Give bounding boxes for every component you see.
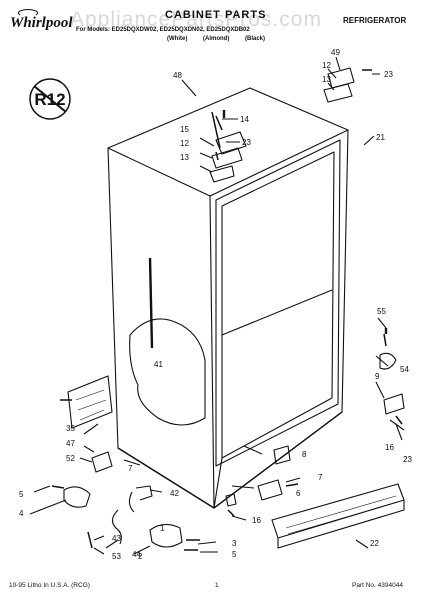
callout-labels: 48 49 12 13 23 14 15 12 13 23 21 55 41 9… [19,48,412,561]
variant-white: (White) [167,36,188,42]
page-number: 1 [215,582,219,589]
callout-53: 53 [112,552,121,561]
callout-23-right: 23 [403,455,412,464]
callout-1: 1 [160,524,165,533]
callout-5-left: 5 [19,490,24,499]
callout-12-mid: 12 [180,139,189,148]
callout-16-bottom: 16 [252,516,261,525]
page-title: CABINET PARTS [165,9,267,21]
cabinet-outline [29,56,405,555]
callout-4: 4 [19,509,24,518]
badge-strike [33,85,67,113]
callout-52: 52 [66,454,75,463]
callout-5-bottom: 5 [232,550,237,559]
callout-41: 41 [154,360,163,369]
callout-7-right: 7 [318,473,323,482]
brand-name: Whirlpool [10,15,73,31]
callout-55: 55 [377,307,386,316]
callout-3: 3 [232,539,237,548]
tube-41 [148,257,154,349]
callout-23-mid: 23 [242,138,251,147]
logo-swoosh-icon [18,9,38,17]
color-variants: (White) (Almond) (Black) [167,36,265,42]
callout-23-top: 23 [384,70,393,79]
callout-13-mid: 13 [180,153,189,162]
callout-43: 43 [112,534,121,543]
callout-35: 35 [66,424,75,433]
callout-14: 14 [240,115,249,124]
callout-8: 8 [302,450,307,459]
callout-13-top: 13 [322,75,331,84]
variant-almond: (Almond) [203,36,230,42]
model-line: For Models: ED25DQXDW02, ED25DQXDN02, ED… [76,27,250,33]
watermark: AppliancePartsPros.com [70,8,322,31]
callout-6: 6 [296,489,301,498]
callout-9: 9 [375,372,380,381]
callout-12-top: 12 [322,61,331,70]
callout-16-right: 16 [385,443,394,452]
callout-42: 42 [170,489,179,498]
callout-2: 2 [138,552,143,561]
callout-7-left: 7 [128,464,133,473]
callout-21: 21 [376,133,385,142]
callout-49: 49 [331,48,340,57]
r12-badge: R12 [29,78,71,120]
callout-44: 44 [132,550,141,559]
variant-black: (Black) [245,36,266,42]
part-number: Part No. 4394044 [352,582,403,589]
callout-22: 22 [370,539,379,548]
brand-logo: Whirlpool [10,9,73,31]
category-label: REFRIGERATOR [343,16,407,25]
callout-54: 54 [400,365,409,374]
callout-47: 47 [66,439,75,448]
callout-48: 48 [173,71,182,80]
print-info: 10-95 Litho In U.S.A. (RCG) [9,582,90,589]
callout-15: 15 [180,125,189,134]
